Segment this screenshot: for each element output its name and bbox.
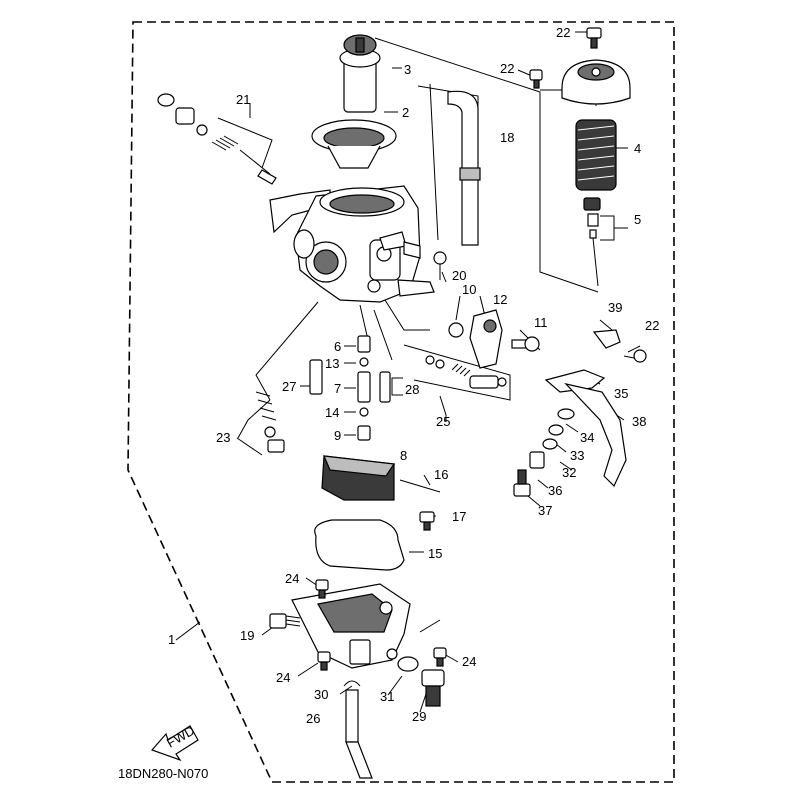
hose-clip [343,680,361,687]
callout-31: 31 [380,689,394,704]
throttle-lever [564,382,627,488]
callout-10: 10 [462,282,476,297]
cover-screw-top [586,27,602,49]
diaphragm [311,119,397,169]
link-spacer [529,451,545,469]
cover-screw-side [529,69,543,89]
callout-24b: 24 [276,670,290,685]
washer-b [542,438,558,450]
bowl-screw-right [433,647,447,667]
float [321,455,396,501]
callout-14: 14 [325,405,339,420]
float-pin [399,479,441,493]
callout-labels: 22 3 22 21 2 18 4 5 20 10 12 39 11 22 6 … [168,25,659,726]
callout-22b: 22 [500,61,514,76]
float-bowl-gasket [314,519,405,571]
callout-28: 28 [405,382,419,397]
link-plate [544,369,606,393]
callout-16: 16 [434,467,448,482]
bowl-screw-left [317,651,331,671]
callout-4: 4 [634,141,641,156]
callout-22c: 22 [645,318,659,333]
assembly-boundary [127,21,675,783]
callout-39: 39 [608,300,622,315]
throttle-bracket [592,329,621,349]
callout-24c: 24 [462,654,476,669]
drain-screw [269,613,301,629]
callout-17: 17 [452,509,466,524]
main-jet-stack [357,335,391,441]
callout-9: 9 [334,428,341,443]
callout-33: 33 [570,448,584,463]
callout-38: 38 [632,414,646,429]
starter-plunger-set [425,355,507,389]
callout-8: 8 [400,448,407,463]
bracket-screw [623,349,647,363]
pilot-jet [309,359,323,395]
callout-1: 1 [168,632,175,647]
callout-26: 26 [306,711,320,726]
top-cover [561,59,631,105]
callout-13: 13 [325,356,339,371]
callout-37: 37 [538,503,552,518]
leader-lines [175,31,641,738]
callout-19: 19 [240,628,254,643]
callout-12: 12 [493,292,507,307]
callout-20: 20 [452,268,466,283]
callout-25: 25 [436,414,450,429]
piston-valve [339,34,381,113]
callout-18: 18 [500,130,514,145]
callout-22a: 22 [556,25,570,40]
carburetor-body [269,185,435,303]
vent-screw [433,251,447,280]
callout-6: 6 [334,339,341,354]
drain-o-ring [397,656,419,672]
callout-23: 23 [216,430,230,445]
callout-30: 30 [314,687,328,702]
callout-36: 36 [548,483,562,498]
callout-2: 2 [402,105,409,120]
jet-needle-set [583,197,601,287]
drain-plug [421,669,445,707]
callout-34: 34 [580,430,594,445]
air-hose [447,90,481,246]
callout-24a: 24 [285,571,299,586]
float-bowl [291,583,411,669]
callout-27: 27 [282,379,296,394]
float-screw [419,511,435,531]
pilot-screw-set [157,93,277,185]
throttle-stop-assembly [448,309,540,369]
callout-29: 29 [412,709,426,724]
idle-adjust-screw [255,391,285,453]
bowl-screw-top [315,579,329,599]
callout-32: 32 [562,465,576,480]
callout-35: 35 [614,386,628,401]
fwd-direction-arrow: FWD [150,723,199,762]
callout-21: 21 [236,92,250,107]
callout-5: 5 [634,212,641,227]
callout-7: 7 [334,381,341,396]
callout-15: 15 [428,546,442,561]
diagram-code: 18DN280-N070 [118,766,208,781]
link-bolt [513,469,531,497]
callout-11: 11 [534,315,548,330]
collar [557,408,575,420]
drain-hose [345,689,373,779]
piston-spring [575,119,617,191]
callout-3: 3 [404,62,411,77]
washer-a [548,424,564,436]
